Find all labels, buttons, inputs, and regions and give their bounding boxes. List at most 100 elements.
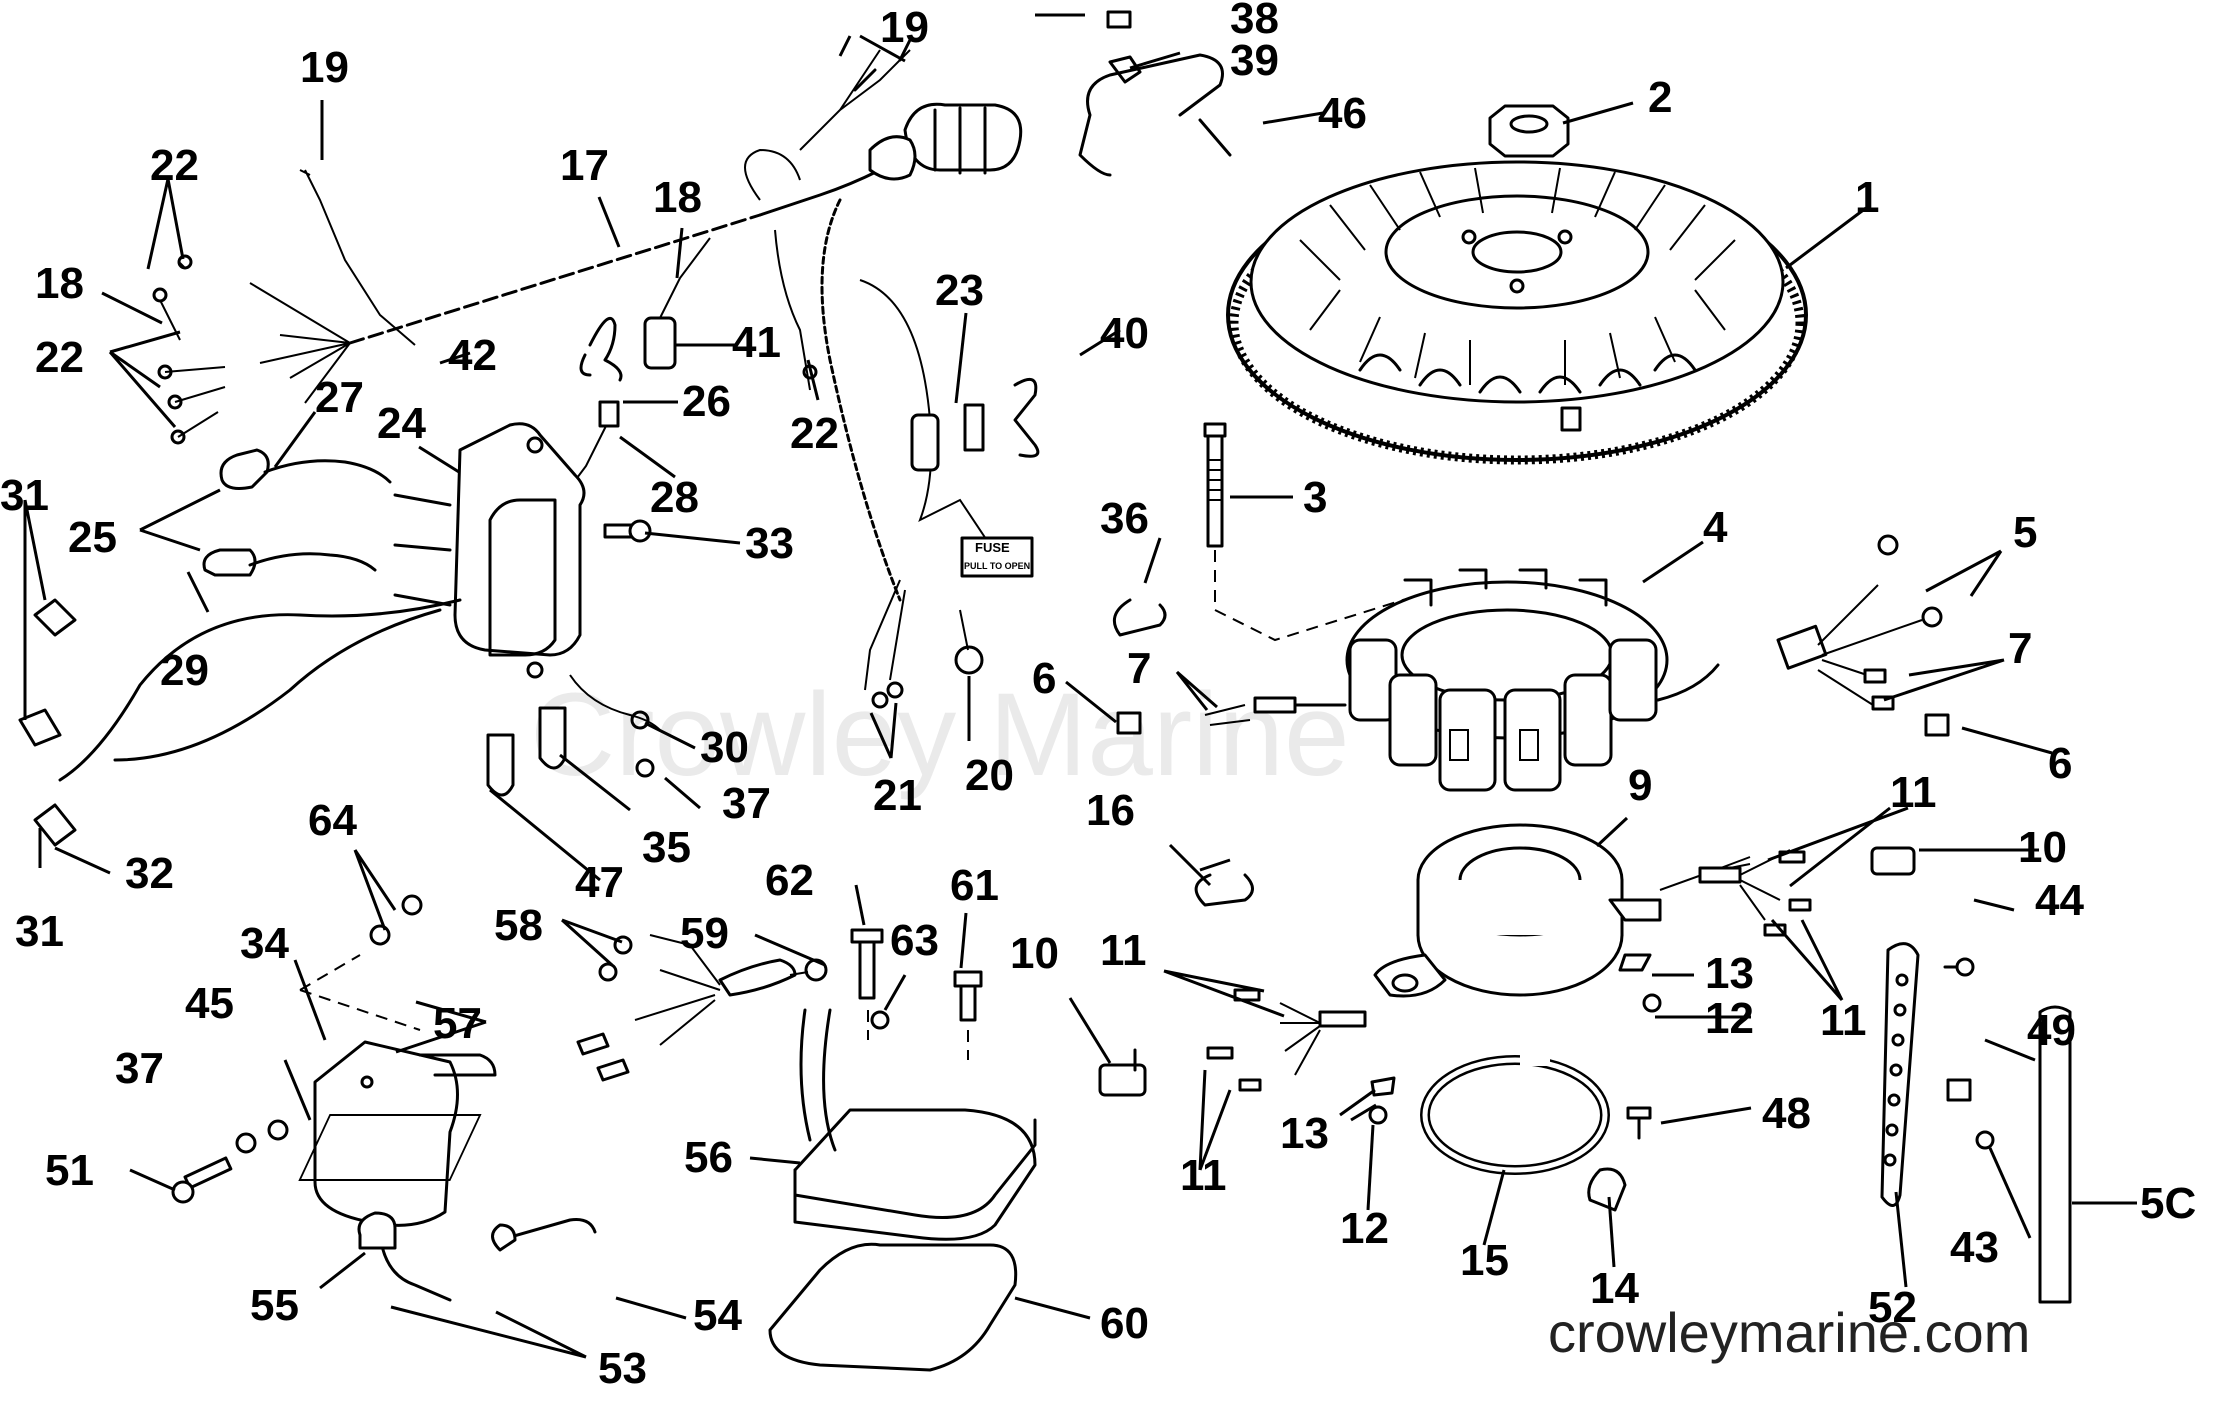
callout-22-top: 22 xyxy=(150,141,199,190)
callout-54: 54 xyxy=(693,1291,742,1340)
spark-plug-leads xyxy=(58,448,462,782)
callout-18-right: 18 xyxy=(653,173,702,222)
flywheel-nut xyxy=(1488,104,1570,158)
watermark: Crowley Marine xyxy=(530,669,1350,801)
callout-48: 48 xyxy=(1762,1089,1811,1138)
callout-19-right: 19 xyxy=(880,3,929,52)
callout-3: 3 xyxy=(1303,473,1327,522)
callout-56: 56 xyxy=(684,1133,733,1182)
callout-59: 59 xyxy=(680,909,729,958)
callout-47: 47 xyxy=(575,858,624,907)
callout-10-left: 10 xyxy=(1010,929,1059,978)
callout-46: 46 xyxy=(1318,89,1367,138)
callout-29: 29 xyxy=(160,646,209,695)
callout-52: 52 xyxy=(1868,1283,1917,1332)
wiring-harness xyxy=(152,38,912,445)
callout-31-top: 31 xyxy=(0,471,49,520)
gasket-60 xyxy=(768,1242,1018,1372)
leads-57-58-59 xyxy=(576,934,828,1082)
callout-36: 36 xyxy=(1100,494,1149,543)
terminal-strip xyxy=(1880,942,1920,1207)
callout-49: 49 xyxy=(2027,1006,2076,1055)
timer-base xyxy=(1373,823,1662,998)
flywheel xyxy=(1226,160,1808,465)
callout-62: 62 xyxy=(765,856,814,905)
callout-28: 28 xyxy=(650,473,699,522)
callout-25: 25 xyxy=(68,513,117,562)
callout-11-bottom-right: 11 xyxy=(1820,996,1867,1045)
fuse-label-line1: FUSE xyxy=(975,540,1010,555)
callout-2: 2 xyxy=(1648,73,1672,122)
callout-57: 57 xyxy=(433,999,482,1048)
stator-leads-right xyxy=(1656,534,1943,711)
callout-6-left: 6 xyxy=(1032,654,1056,703)
callout-6-right: 6 xyxy=(2048,739,2072,788)
callout-30: 30 xyxy=(700,723,749,772)
callout-16: 16 xyxy=(1086,786,1135,835)
callout-55: 55 xyxy=(250,1281,299,1330)
callout-22-mid: 22 xyxy=(790,409,839,458)
screw-62 xyxy=(850,928,884,1000)
connector-41 xyxy=(643,237,711,370)
fuse-label-line2: PULL TO OPEN xyxy=(964,561,1030,571)
leader-lines xyxy=(23,13,2137,1359)
callout-4: 4 xyxy=(1703,503,1728,552)
callout-40: 40 xyxy=(1100,309,1149,358)
coil-leaders-dash xyxy=(299,954,421,1031)
callout-41: 41 xyxy=(732,318,781,367)
callout-24: 24 xyxy=(377,399,426,448)
callout-31-bottom: 31 xyxy=(15,907,64,956)
callout-60: 60 xyxy=(1100,1299,1149,1348)
spark-plug-boots xyxy=(18,598,77,847)
stator-bolt xyxy=(1203,422,1227,548)
callout-61: 61 xyxy=(950,861,999,910)
callout-58: 58 xyxy=(494,901,543,950)
clip-36 xyxy=(1112,598,1167,637)
callout-1: 1 xyxy=(1855,173,1879,222)
callout-26: 26 xyxy=(682,377,731,426)
callout-44: 44 xyxy=(2035,876,2084,925)
screws-43-44-49 xyxy=(1943,957,1995,1150)
terminal-cover xyxy=(2038,1005,2072,1304)
callout-34: 34 xyxy=(240,919,289,968)
stator-dash xyxy=(1214,550,1436,642)
callout-38: 38 xyxy=(1230,0,1279,43)
callout-14: 14 xyxy=(1590,1264,1639,1313)
callout-37-top: 37 xyxy=(722,779,771,828)
callout-7-left: 7 xyxy=(1127,644,1151,693)
callout-33: 33 xyxy=(745,519,794,568)
callout-5c: 5C xyxy=(2140,1179,2196,1228)
clip-42 xyxy=(579,316,623,382)
callout-42: 42 xyxy=(448,331,497,380)
callout-19-left: 19 xyxy=(300,43,349,92)
callout-11-bottom-left: 11 xyxy=(1180,1151,1227,1200)
callout-labels: 1 2 3 4 5 6 6 7 7 9 10 10 11 11 11 11 12… xyxy=(0,0,2196,1393)
callout-32: 32 xyxy=(125,849,174,898)
callout-63: 63 xyxy=(890,916,939,965)
ignition-coil xyxy=(313,1040,497,1227)
clamps-47-35 xyxy=(486,706,567,797)
screws-12-13 xyxy=(1368,953,1662,1125)
screw-61-dash xyxy=(867,1010,969,1060)
callout-23: 23 xyxy=(935,266,984,315)
callout-51: 51 xyxy=(45,1146,94,1195)
callout-39: 39 xyxy=(1230,36,1279,85)
callout-11-top-left: 11 xyxy=(1100,926,1147,975)
callout-5: 5 xyxy=(2013,508,2037,557)
bracket-38-39-46 xyxy=(1078,10,1232,177)
stator xyxy=(1345,568,1669,792)
module-56 xyxy=(298,1008,1037,1241)
callout-35: 35 xyxy=(642,823,691,872)
callout-64: 64 xyxy=(308,796,357,845)
callout-7-right: 7 xyxy=(2008,624,2032,673)
callout-10-right: 10 xyxy=(2018,823,2067,872)
loom-with-fuse: FUSE PULL TO OPEN xyxy=(820,198,1034,709)
footer-site: crowleymarine.com xyxy=(1548,1301,2030,1364)
callout-27: 27 xyxy=(315,373,364,422)
plug-boots-53-55 xyxy=(357,1211,597,1302)
washers-64-45-37 xyxy=(235,894,423,1154)
callout-13-right: 13 xyxy=(1705,949,1754,998)
ground-lead-30 xyxy=(569,674,661,731)
callout-17: 17 xyxy=(560,141,609,190)
callout-53: 53 xyxy=(598,1344,647,1393)
